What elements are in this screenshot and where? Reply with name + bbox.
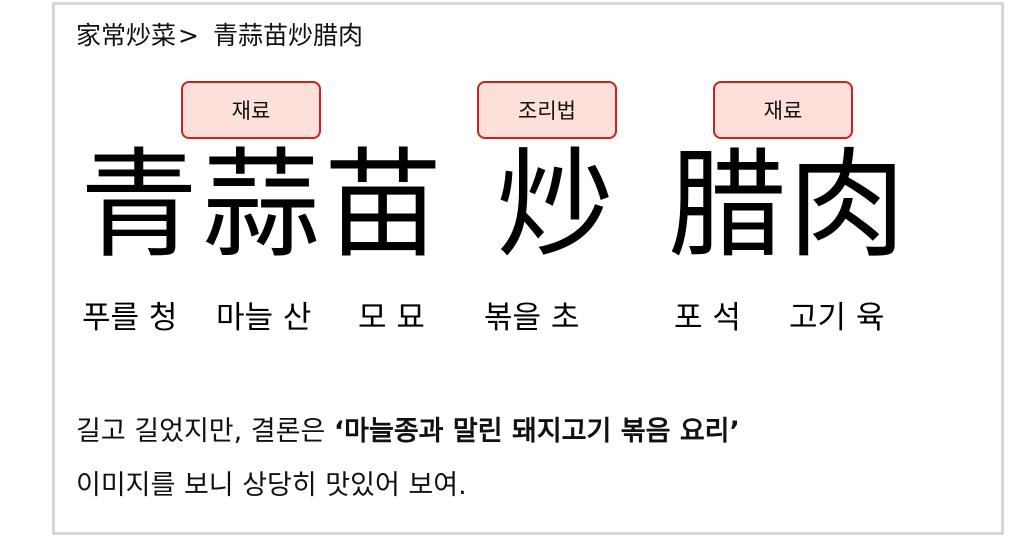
hanzi-cured-meat: 腊肉 xyxy=(668,136,909,274)
breadcrumb-current: 青蒜苗炒腊肉 xyxy=(212,21,363,50)
hanzi-stir-fry: 炒 xyxy=(496,136,615,274)
reading-rou: 고기 육 xyxy=(789,300,885,336)
reading-qing: 푸를 청 xyxy=(82,300,178,336)
tag-cooking-method: 조리법 xyxy=(477,81,617,139)
reading-chao: 볶을 초 xyxy=(484,300,580,336)
breadcrumb-separator: > xyxy=(178,21,199,50)
hanzi-garlic-sprout: 青蒜苗 xyxy=(80,136,447,274)
reading-suan: 마늘 산 xyxy=(216,300,312,336)
conclusion-emphasis: ‘마늘종과 말린 돼지고기 볶음 요리’ xyxy=(333,416,740,447)
breadcrumb: 家常炒菜> 青蒜苗炒腊肉 xyxy=(76,18,363,54)
conclusion-line-1: 길고 길었지만, 결론은 ‘마늘종과 말린 돼지고기 볶음 요리’ xyxy=(76,412,740,452)
tag-ingredient-2: 재료 xyxy=(713,81,853,139)
tag-ingredient-1: 재료 xyxy=(181,81,321,139)
breadcrumb-parent[interactable]: 家常炒菜 xyxy=(76,21,177,50)
reading-miao: 모 묘 xyxy=(358,300,425,336)
conclusion-line-2: 이미지를 보니 상당히 맛있어 보여. xyxy=(76,470,467,501)
content-frame xyxy=(52,2,1004,535)
reading-la: 포 석 xyxy=(674,300,741,336)
conclusion-prefix: 길고 길었지만, 결론은 xyxy=(76,416,334,447)
